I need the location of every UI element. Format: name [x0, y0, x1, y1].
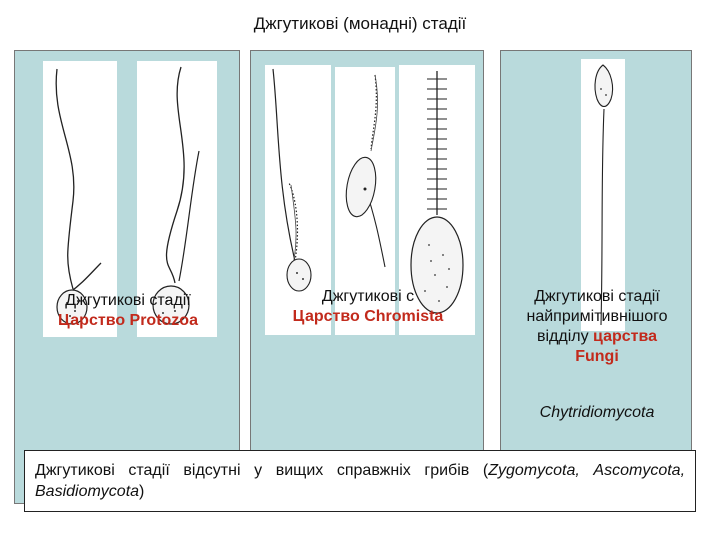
- fungi-caption-kingdom-word: царства: [593, 328, 658, 345]
- chromista-kingdom-label: Царство Chromista: [292, 308, 444, 325]
- fungi-caption-line-2: найпримітивнішого: [526, 308, 668, 325]
- fungi-caption-line-1: Джгутикові стадії: [534, 288, 660, 305]
- footnote-text: Джгутикові стадії відсутні у вищих справ…: [35, 462, 489, 479]
- footnote-taxa-1: Zygomycota,: [488, 462, 580, 479]
- chromista-zoospore-drawing-1: [265, 65, 331, 335]
- protozoa-flagellate-drawing-1: [43, 61, 117, 337]
- footnote-end: ): [139, 483, 145, 500]
- footnote-taxa-2: Ascomycota, Basidiomycota: [35, 462, 686, 500]
- footnote-box: Джгутикові стадії відсутні у вищих справ…: [24, 450, 696, 512]
- fungi-caption: Джгутикові стадії найпримітивнішого відд…: [501, 287, 693, 367]
- protozoa-caption-line: Джгутикові стадії: [65, 292, 191, 309]
- chromista-zoospore-drawing-2: [335, 67, 395, 335]
- protozoa-flagellate-drawing-2: [137, 61, 217, 337]
- page-title: Джгутикові (монадні) стадії: [253, 14, 467, 33]
- fungi-caption-line-3: відділу царства: [501, 327, 693, 347]
- chromista-hyphochytrid-drawing: [399, 65, 475, 335]
- protozoa-caption: Джгутикові стадії Царство Protozoa: [15, 291, 241, 331]
- panel-fungi: Джгутикові стадії найпримітивнішого відд…: [500, 50, 692, 504]
- chromista-caption-line: Джгутикові с: [321, 288, 415, 305]
- panel-protozoa: Джгутикові стадії Царство Protozoa: [14, 50, 240, 504]
- fungi-zoospore-drawing: [581, 59, 625, 331]
- fungi-group-label: Chytridiomycota: [539, 404, 655, 421]
- fungi-caption-prefix: відділу: [536, 328, 594, 345]
- fungi-kingdom-label: Fungi: [575, 348, 619, 365]
- chromista-caption: Джгутикові с Царство Chromista: [251, 287, 485, 327]
- panel-chromista: Джгутикові с Царство Chromista: [250, 50, 484, 504]
- protozoa-kingdom-label: Царство Protozoa: [58, 312, 198, 329]
